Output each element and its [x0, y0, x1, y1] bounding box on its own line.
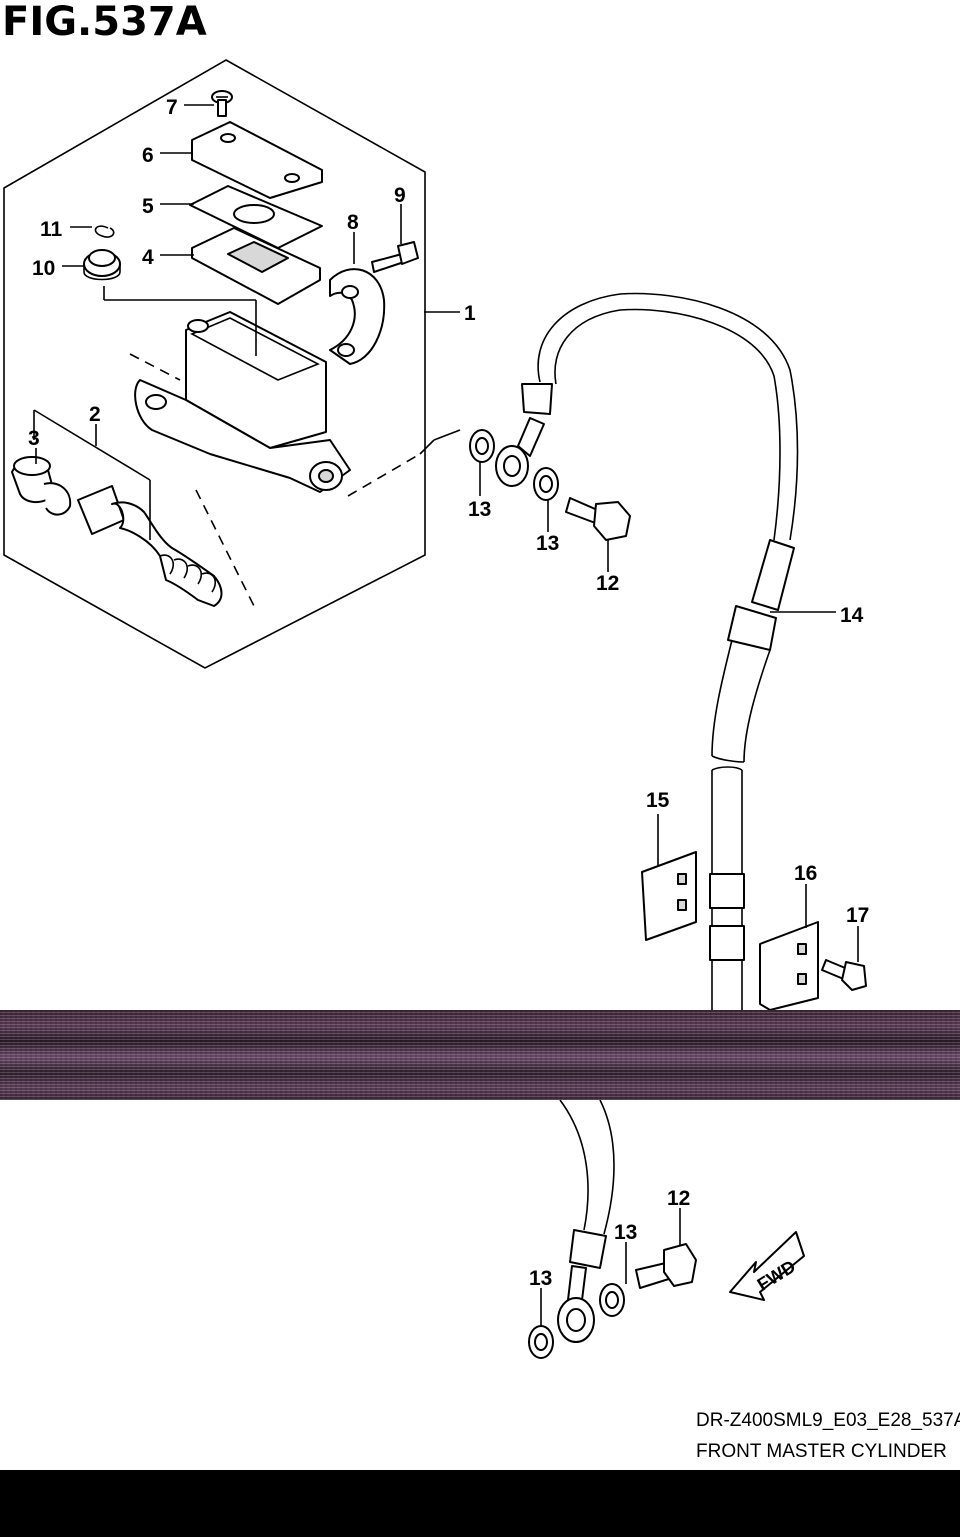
- callout-6: 6: [142, 144, 154, 167]
- part-bolt-9[interactable]: [371, 241, 419, 273]
- part-dust-boot-3[interactable]: [11, 456, 72, 516]
- figure-name: FRONT MASTER CYLINDER: [696, 1441, 947, 1462]
- part-union-bolt-12a[interactable]: [565, 497, 631, 541]
- part-diaphragm-4[interactable]: [191, 227, 321, 305]
- part-washer-13d[interactable]: [528, 1325, 554, 1359]
- callout-12-lower: 12: [667, 1187, 690, 1210]
- assembly-outline: [3, 59, 426, 669]
- part-banjo-upper[interactable]: [495, 383, 553, 487]
- callout-13-upper-right: 13: [536, 532, 559, 555]
- scan-artifact-band: [0, 1010, 960, 1100]
- part-union-bolt-12b[interactable]: [635, 1243, 697, 1289]
- callout-13-upper-left: 13: [468, 498, 491, 521]
- part-washer-13a[interactable]: [469, 429, 495, 463]
- part-bolt-17[interactable]: [821, 959, 867, 991]
- callout-13-lower-left: 13: [529, 1267, 552, 1290]
- callout-3: 3: [28, 427, 40, 450]
- callout-17: 17: [846, 904, 869, 927]
- bottom-black-bar: [0, 1470, 960, 1537]
- callout-11: 11: [40, 218, 63, 241]
- callout-13-lower-right: 13: [614, 1221, 637, 1244]
- callout-14: 14: [840, 604, 864, 627]
- part-clamp-8[interactable]: [329, 268, 386, 365]
- part-screw-7[interactable]: [211, 90, 233, 117]
- part-washer-13c[interactable]: [599, 1283, 625, 1317]
- model-code: DR-Z400SML9_E03_E28_537A: [696, 1410, 960, 1431]
- part-boot-10[interactable]: [83, 249, 121, 281]
- callout-12-upper: 12: [596, 572, 619, 595]
- part-plate-5[interactable]: [189, 185, 323, 249]
- callout-8: 8: [347, 211, 359, 234]
- callout-10: 10: [32, 257, 55, 280]
- part-piston-kit-2[interactable]: [77, 485, 223, 607]
- part-washer-13b[interactable]: [533, 467, 559, 501]
- part-brake-hose-14[interactable]: [537, 292, 799, 541]
- callout-5: 5: [142, 195, 154, 218]
- callout-15: 15: [646, 789, 670, 812]
- part-circlip-11[interactable]: [94, 225, 115, 238]
- figure-title: FIG.537A: [2, 0, 207, 45]
- part-master-cylinder-1[interactable]: [134, 311, 351, 493]
- callout-4: 4: [142, 246, 154, 269]
- part-hose-clamp-16[interactable]: [759, 921, 819, 1011]
- callout-1: 1: [464, 302, 476, 325]
- part-banjo-lower[interactable]: [557, 1229, 607, 1343]
- part-brake-hose-lower[interactable]: [559, 1099, 615, 1235]
- part-reservoir-cap-6[interactable]: [191, 121, 323, 199]
- fwd-arrow-icon: FWD: [729, 1231, 805, 1301]
- callout-7: 7: [166, 96, 178, 119]
- callout-16: 16: [794, 862, 817, 885]
- callout-2: 2: [89, 403, 101, 426]
- part-hose-clamp-15[interactable]: [641, 851, 697, 941]
- callout-9: 9: [394, 184, 406, 207]
